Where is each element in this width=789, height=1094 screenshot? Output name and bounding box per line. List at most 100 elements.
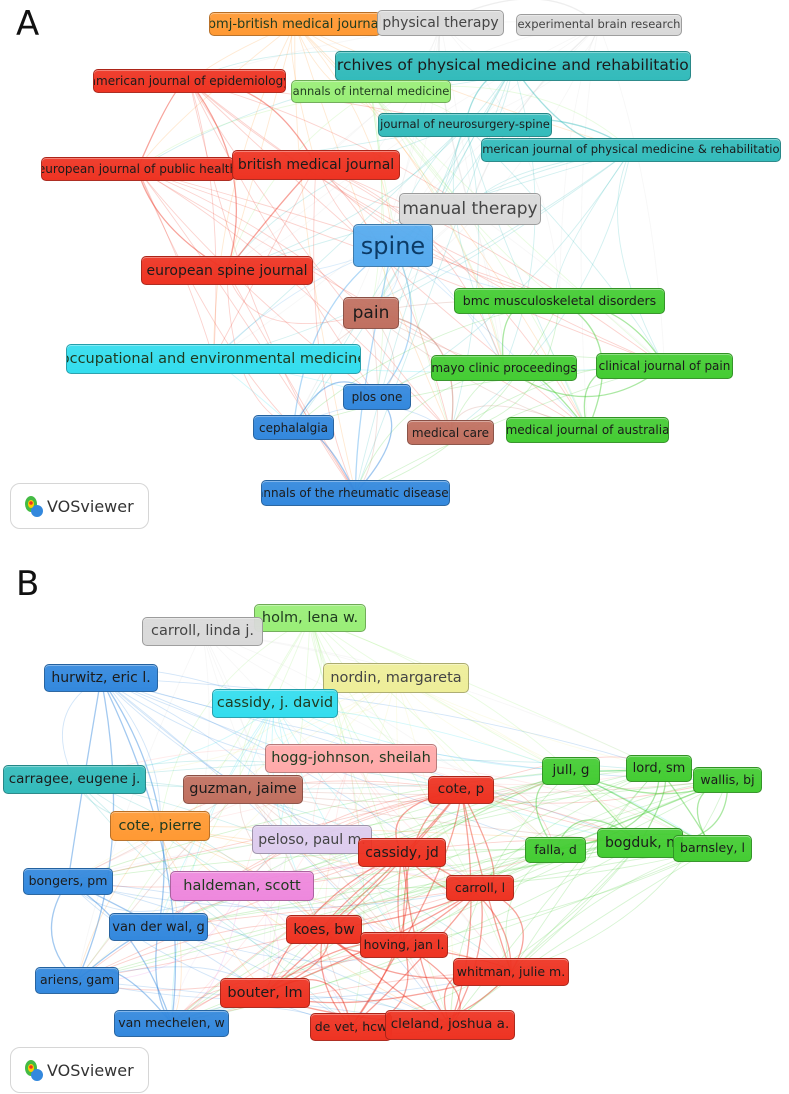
vosviewer-logo: VOSviewer	[10, 483, 149, 529]
node-van-mechelen-w[interactable]: van mechelen, w	[114, 1010, 229, 1037]
node-clinical-journal-of-pain[interactable]: clinical journal of pain	[596, 353, 733, 379]
node-annals-of-the-rheumatic-diseases[interactable]: annals of the rheumatic diseases	[261, 480, 450, 506]
link-hogg-johnson-sheilah-whitman-julie-m	[350, 758, 512, 973]
node-medical-journal-of-australia[interactable]: medical journal of australia	[506, 417, 669, 443]
vosviewer-logo-icon	[25, 1060, 43, 1081]
panel-b-author-cocitation-map: B holm, lena w.carroll, linda j.hurwitz,…	[0, 560, 789, 1094]
node-carroll-l[interactable]: carroll, l	[446, 875, 514, 901]
link-european-journal-of-public-health-pain	[137, 168, 372, 314]
link-journal-of-neurosurgery-spine-european-spine-journal	[226, 124, 466, 271]
link-american-journal-of-epidemiology-occupational-and-environmental-medicine	[189, 80, 217, 360]
node-hurwitz-eric-l[interactable]: hurwitz, eric l.	[44, 664, 158, 692]
link-carragee-eugene-j-whitman-julie-m	[74, 779, 512, 973]
node-bogduk-n[interactable]: bogduk, n	[597, 828, 683, 858]
link-holm-lena-w-bogduk-n	[309, 617, 641, 844]
node-wallis-bj[interactable]: wallis, bj	[693, 767, 762, 793]
link-nordin-margareta-cleland-joshua-a	[395, 677, 454, 1026]
link-journal-of-neurosurgery-spine-medical-care	[450, 124, 480, 433]
node-british-medical-journal[interactable]: british medical journal	[232, 150, 400, 180]
link-carroll-linda-j-falla-d	[202, 631, 556, 851]
node-pain[interactable]: pain	[343, 297, 399, 329]
link-american-journal-of-physical-medicine-rehabilitation-clinical-journal-of-pain	[617, 149, 665, 367]
link-cote-p-de-vet-hcw	[350, 789, 462, 1028]
node-archives-of-physical-medicine-and-rehabilitation[interactable]: archives of physical medicine and rehabi…	[335, 51, 691, 81]
link-carroll-l-cleland-joshua-a	[449, 887, 483, 1026]
node-de-vet-hcw[interactable]: de vet, hcw	[310, 1013, 392, 1041]
node-carroll-linda-j[interactable]: carroll, linda j.	[142, 617, 263, 646]
node-cassidy-j-david[interactable]: cassidy, j. david	[212, 689, 338, 718]
node-cassidy-jd[interactable]: cassidy, jd	[358, 838, 446, 867]
node-spine[interactable]: spine	[353, 224, 433, 267]
node-haldeman-scott[interactable]: haldeman, scott	[170, 871, 314, 901]
link-experimental-brain-research-bmc-musculoskeletal-disorders	[559, 24, 600, 302]
link-experimental-brain-research-occupational-and-environmental-medicine	[213, 24, 600, 360]
node-jull-g[interactable]: jull, g	[542, 757, 600, 785]
node-american-journal-of-physical-medicine-rehabilitation[interactable]: american journal of physical medicine & …	[481, 138, 781, 162]
node-falla-d[interactable]: falla, d	[525, 837, 586, 863]
node-american-journal-of-epidemiology[interactable]: american journal of epidemiology	[93, 69, 286, 93]
link-bongers-pm-ariens-gam	[50, 881, 78, 981]
node-whitman-julie-m[interactable]: whitman, julie m.	[453, 958, 569, 986]
link-guzman-jaime-wallis-bj	[242, 779, 728, 795]
link-american-journal-of-epidemiology-annals-of-the-rheumatic-diseases	[189, 80, 356, 494]
node-holm-lena-w[interactable]: holm, lena w.	[254, 604, 366, 632]
link-hogg-johnson-sheilah-carroll-l	[350, 758, 481, 889]
node-cleland-joshua-a[interactable]: cleland, joshua a.	[385, 1010, 515, 1040]
node-mayo-clinic-proceedings[interactable]: mayo clinic proceedings	[431, 355, 577, 381]
node-cote-p[interactable]: cote, p	[428, 776, 494, 804]
node-european-spine-journal[interactable]: european spine journal	[141, 256, 313, 285]
link-wallis-bj-whitman-julie-m	[510, 779, 728, 973]
link-journal-of-neurosurgery-spine-occupational-and-environmental-medicine	[213, 124, 466, 360]
node-annals-of-internal-medicine[interactable]: annals of internal medicine	[291, 80, 451, 103]
node-ariens-gam[interactable]: ariens, gam	[35, 967, 119, 994]
node-occupational-and-environmental-medicine[interactable]: occupational and environmental medicine	[66, 344, 361, 374]
link-carroll-linda-j-whitman-julie-m	[202, 631, 512, 973]
link-nordin-margareta-hoving-jan-l	[395, 677, 405, 946]
node-bmj-british-medical-journal[interactable]: bmj-british medical journal	[209, 12, 381, 36]
link-barnsley-l-cleland-joshua-a	[449, 848, 713, 1026]
node-lord-sm[interactable]: lord, sm	[626, 755, 692, 782]
node-koes-bw[interactable]: koes, bw	[286, 915, 362, 944]
node-cephalalgia[interactable]: cephalalgia	[253, 415, 334, 440]
link-british-medical-journal-clinical-journal-of-pain	[315, 164, 665, 367]
link-american-journal-of-epidemiology-european-journal-of-public-health	[136, 80, 190, 170]
node-manual-therapy[interactable]: manual therapy	[399, 193, 541, 225]
node-hogg-johnson-sheilah[interactable]: hogg-johnson, sheilah	[265, 744, 437, 773]
node-carragee-eugene-j[interactable]: carragee, eugene j.	[3, 765, 146, 794]
link-american-journal-of-epidemiology-bmc-musculoskeletal-disorders	[189, 80, 560, 302]
link-lord-sm-carroll-l	[479, 768, 660, 889]
link-european-spine-journal-annals-of-the-rheumatic-diseases	[226, 270, 356, 494]
link-carroll-linda-j-bouter-lm	[202, 631, 272, 994]
link-spine-medical-journal-of-australia	[392, 245, 588, 431]
node-cote-pierre[interactable]: cote, pierre	[110, 811, 210, 841]
node-european-journal-of-public-health[interactable]: european journal of public health	[41, 157, 234, 181]
link-hurwitz-eric-l-bongers-pm	[67, 677, 102, 882]
node-peloso-paul-m[interactable]: peloso, paul m.	[252, 825, 372, 854]
node-bmc-musculoskeletal-disorders[interactable]: bmc musculoskeletal disorders	[454, 288, 665, 314]
node-medical-care[interactable]: medical care	[407, 420, 494, 445]
link-carroll-linda-j-peloso-paul-m	[202, 631, 313, 840]
node-bongers-pm[interactable]: bongers, pm	[23, 868, 113, 895]
link-american-journal-of-physical-medicine-rehabilitation-occupational-and-environmental-medicine	[213, 149, 632, 360]
node-plos-one[interactable]: plos one	[343, 384, 411, 410]
link-cassidy-jd-van-mechelen-w	[171, 852, 403, 1024]
link-hurwitz-eric-l-ariens-gam	[76, 677, 115, 981]
link-falla-d-bouter-lm	[264, 849, 556, 994]
node-journal-of-neurosurgery-spine[interactable]: journal of neurosurgery-spine	[378, 113, 552, 137]
node-physical-therapy[interactable]: physical therapy	[377, 10, 504, 36]
node-bouter-lm[interactable]: bouter, lm	[220, 978, 310, 1008]
link-annals-of-internal-medicine-medical-journal-of-australia	[370, 91, 588, 431]
node-hoving-jan-l[interactable]: hoving, jan l.	[360, 932, 448, 958]
link-holm-lena-w-barnsley-l	[309, 617, 713, 849]
link-bmj-british-medical-journal-spine	[294, 23, 394, 246]
link-jull-g-bongers-pm	[67, 770, 572, 882]
node-van-der-wal-g[interactable]: van der wal, g	[109, 913, 208, 941]
node-guzman-jaime[interactable]: guzman, jaime	[183, 775, 303, 804]
link-nordin-margareta-lord-sm	[395, 677, 660, 771]
node-nordin-margareta[interactable]: nordin, margareta	[323, 663, 469, 693]
node-barnsley-l[interactable]: barnsley, l	[673, 835, 752, 862]
link-european-journal-of-public-health-cephalalgia	[137, 168, 294, 428]
node-experimental-brain-research[interactable]: experimental brain research	[516, 14, 682, 36]
link-peloso-paul-m-whitman-julie-m	[311, 839, 512, 973]
link-bmj-british-medical-journal-european-journal-of-public-health	[137, 23, 296, 170]
